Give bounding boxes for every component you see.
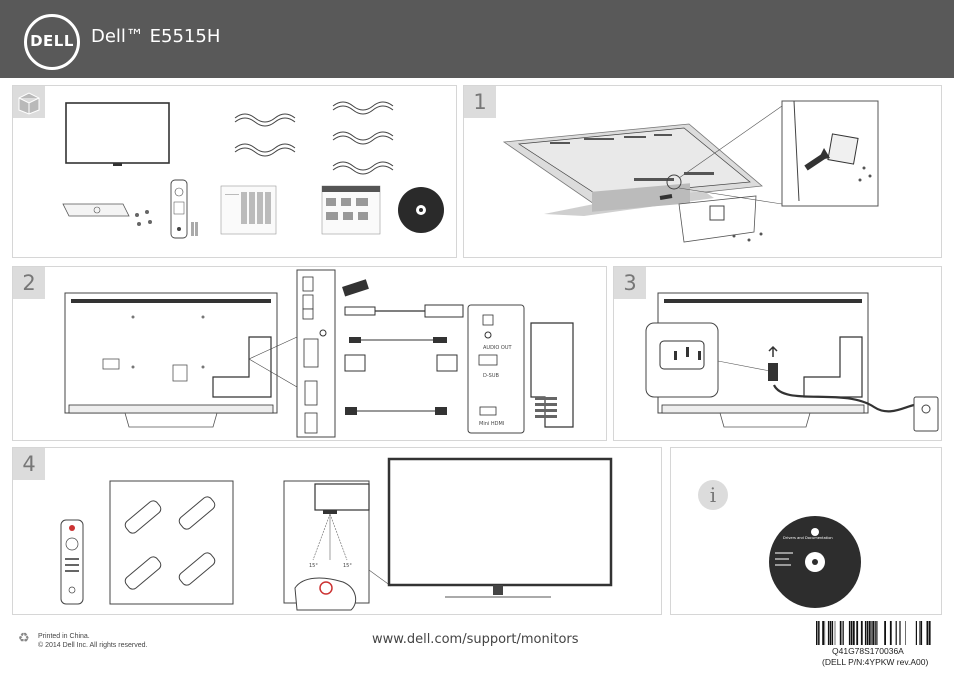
barcode-bar [848,621,851,645]
barcode [816,621,931,645]
barcode-bar [928,621,931,645]
barcode-bar [842,621,844,645]
barcode-bar [824,621,826,645]
step3-illustration [645,292,939,432]
barcode-bar [827,621,830,645]
cd-title: Drivers and Documentation [783,536,833,540]
printed-text: Printed in China. [38,633,90,640]
barcode-bar [816,621,818,645]
barcode-bar [839,621,841,645]
barcode-bar [895,621,897,645]
barcode-bar [817,621,819,645]
barcode-number: Q41G78S170036A [832,646,904,656]
barcode-bar [899,621,900,645]
step2-panel: 2 AUDIO OUT [12,266,607,441]
step4-illustration [60,457,613,611]
info-icon: i [698,480,728,510]
barcode-bar [822,621,824,645]
barcode-bar [856,621,859,645]
step4-angle-labels: 15° 15° [309,563,352,569]
barcode-bar [868,621,871,645]
barcode-bar [850,621,853,645]
barcode-bar [872,621,875,645]
barcode-bar [871,621,872,645]
step4-panel: 4 15° 15° [12,447,662,615]
angle-right-label: 15° [343,563,352,569]
barcode-bar [884,621,886,645]
step3-panel: 3 [613,266,942,441]
step2-port-labels: AUDIO OUT D-SUB Mini HDMI [479,345,513,427]
step-number-1: 1 [464,86,496,118]
barcode-bar [852,621,855,645]
logo-text: DELL [30,32,74,50]
barcode-bar [889,621,892,645]
barcode-bar [900,621,901,645]
header-bar: DELL Dell™ E5515H [0,0,954,78]
page-title: Dell™ E5515H [91,26,221,47]
barcode-bar [834,621,836,645]
barcode-bar [864,621,867,645]
step-number-2: 2 [13,267,45,299]
barcode-bar [926,621,929,645]
support-url[interactable]: www.dell.com/support/monitors [372,632,579,647]
step-number-3: 3 [614,267,646,299]
barcode-bar [915,621,917,645]
box-contents-illustration [62,101,444,239]
audio-out-label: AUDIO OUT [483,345,513,351]
barcode-bar [841,621,843,645]
step1-panel: 1 [463,85,942,258]
barcode-bar [860,621,863,645]
mini-hdmi-label: Mini HDMI [479,421,504,427]
dsub-label: D-SUB [483,373,499,379]
box-contents-panel [12,85,457,258]
barcode-bar [866,621,869,645]
step2-illustration [64,269,574,438]
copyright-text: © 2014 Dell Inc. All rights reserved. [38,642,148,649]
recycle-icon: ♻ [18,630,30,645]
barcode-bar [920,621,923,645]
info-panel: i Drivers and Documentation [670,447,942,615]
barcode-bar [905,621,906,645]
barcode-bar [819,621,820,645]
barcode-bar [874,621,876,645]
barcode-bar [919,621,920,645]
footer-left: Printed in China. © 2014 Dell Inc. All r… [38,632,147,650]
barcode-bar [829,621,832,645]
step1-illustration [502,100,879,243]
barcode-bar [831,621,834,645]
angle-left-label: 15° [309,563,318,569]
barcode-bar [876,621,878,645]
drivers-cd: Drivers and Documentation [769,516,861,608]
part-number: (DELL P/N:4YPKW rev.A00) [822,657,929,667]
step-number-4: 4 [13,448,45,480]
box-icon [13,86,45,118]
dell-logo: DELL [24,14,80,70]
